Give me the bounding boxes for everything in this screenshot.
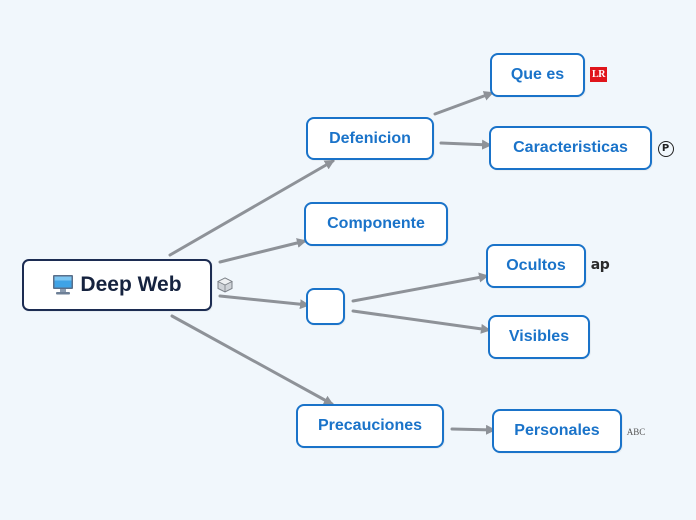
- node-precauciones-label: Precauciones: [317, 417, 423, 434]
- node-caracteristicas[interactable]: Caracteristicas: [489, 126, 652, 170]
- abc-logo-icon: ABC: [626, 427, 646, 437]
- lr-logo-icon: LR: [590, 67, 607, 82]
- computer-monitor-icon: [53, 275, 74, 295]
- node-caracteristicas-label: Caracteristicas: [513, 139, 628, 156]
- root-label: Deep Web: [80, 273, 182, 296]
- pirate-party-icon: P: [657, 140, 674, 157]
- connector-blank-visibles: [351, 309, 491, 334]
- node-visibles[interactable]: Visibles: [488, 315, 590, 359]
- node-precauciones[interactable]: Precauciones: [296, 404, 444, 448]
- node-ocultos-label: Ocultos: [506, 257, 566, 274]
- connector-root-blank: [218, 294, 310, 310]
- connector-blank-ocultos: [351, 272, 489, 303]
- node-componente[interactable]: Componente: [304, 202, 448, 246]
- ap-logo-icon: ap: [590, 257, 610, 273]
- connector-defenicion-caracteristicas: [439, 139, 492, 150]
- node-componente-label: Componente: [327, 215, 425, 232]
- node-visibles-label: Visibles: [508, 328, 570, 345]
- node-ocultos[interactable]: Ocultos: [486, 244, 586, 288]
- cube-icon: [216, 276, 234, 294]
- node-defenicion-label: Defenicion: [329, 129, 411, 147]
- connector-root-precauciones: [170, 314, 334, 406]
- connector-root-componente: [218, 238, 307, 264]
- connector-defenicion-que-es: [433, 91, 494, 116]
- connector-precauciones-personales: [450, 424, 496, 435]
- root-node-deep-web[interactable]: Deep Web: [22, 259, 212, 311]
- node-defenicion[interactable]: Defenicion: [306, 117, 434, 160]
- connector-root-defenicion: [168, 159, 335, 257]
- node-que-es[interactable]: Que es: [490, 53, 585, 97]
- node-blank[interactable]: [306, 288, 345, 325]
- node-personales[interactable]: Personales: [492, 409, 622, 453]
- node-personales-label: Personales: [514, 422, 600, 439]
- node-que-es-label: Que es: [510, 66, 565, 83]
